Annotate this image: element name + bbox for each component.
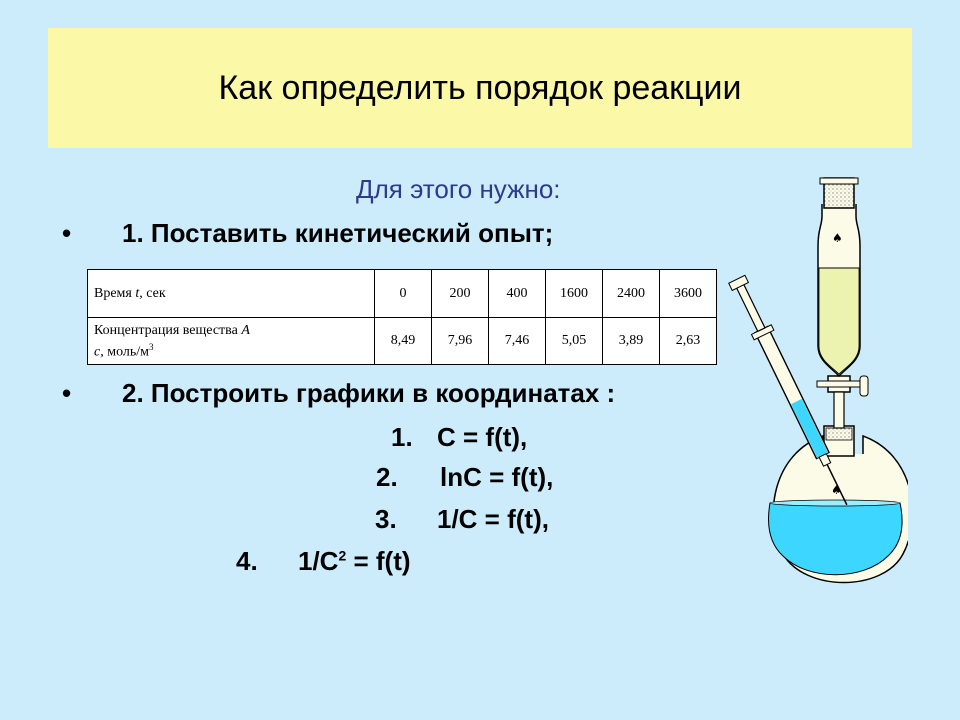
glassware-apparatus-icon: ♠ ♠ [728, 176, 914, 591]
formula-text: C = f(t), [437, 422, 528, 452]
formula-text: lnC = f(t), [440, 462, 554, 492]
formula-number: 4. [236, 546, 258, 576]
bullet-2-text: 2. Построить графики в координатах : [122, 378, 616, 408]
concentration-cell: 7,96 [431, 317, 489, 365]
subtitle: Для этого нужно: [356, 174, 561, 204]
formula-number: 3. [375, 504, 397, 534]
formula-2: 2. lnC = f(t), [376, 462, 553, 493]
formula-number: 2. [376, 462, 398, 492]
svg-text:♠: ♠ [831, 483, 842, 497]
table-row: Время t, сек 0 200 400 1600 2400 3600 [87, 269, 717, 318]
time-cell: 200 [431, 269, 489, 318]
time-cell: 400 [488, 269, 546, 318]
time-cell: 2400 [602, 269, 660, 318]
formula-text: 1/C = f(t), [437, 504, 549, 534]
concentration-cell: 3,89 [602, 317, 660, 365]
formula-superscript: 2 [338, 547, 347, 564]
formula-4: 4. 1/C2 = f(t) [236, 546, 411, 577]
formula-1: 1. C = f(t), [391, 422, 527, 453]
title-box: Как определить порядок реакции [48, 28, 912, 148]
bullet-1-text: 1. Поставить кинетический опыт; [122, 218, 554, 248]
formula-text-rest: = f(t) [346, 546, 411, 576]
bullet-dot: • [62, 218, 72, 248]
bullet-2: • 2. Построить графики в координатах : [62, 378, 615, 409]
flask-liquid [768, 502, 903, 576]
svg-text:♠: ♠ [832, 231, 843, 245]
bullet-1: • 1. Поставить кинетический опыт; [62, 218, 553, 249]
concentration-cell: 2,63 [659, 317, 717, 365]
time-cell: 1600 [545, 269, 603, 318]
kinetics-table: Время t, сек 0 200 400 1600 2400 3600 Ко… [87, 269, 717, 365]
formula-text: 1/C [298, 546, 339, 576]
funnel-liquid [818, 267, 860, 375]
concentration-cell: 7,46 [488, 317, 546, 365]
concentration-cell: 8,49 [374, 317, 432, 365]
concentration-cell: 5,05 [545, 317, 603, 365]
time-cell: 0 [374, 269, 432, 318]
time-cell: 3600 [659, 269, 717, 318]
time-header: Время t, сек [87, 269, 375, 318]
bullet-dot: • [62, 378, 72, 408]
apparatus-drawing: ♠ ♠ [728, 177, 914, 584]
formula-number: 1. [391, 422, 413, 452]
slide-title: Как определить порядок реакции [218, 68, 742, 107]
formula-3: 3. 1/C = f(t), [375, 504, 549, 535]
syringe-icon [728, 274, 848, 506]
